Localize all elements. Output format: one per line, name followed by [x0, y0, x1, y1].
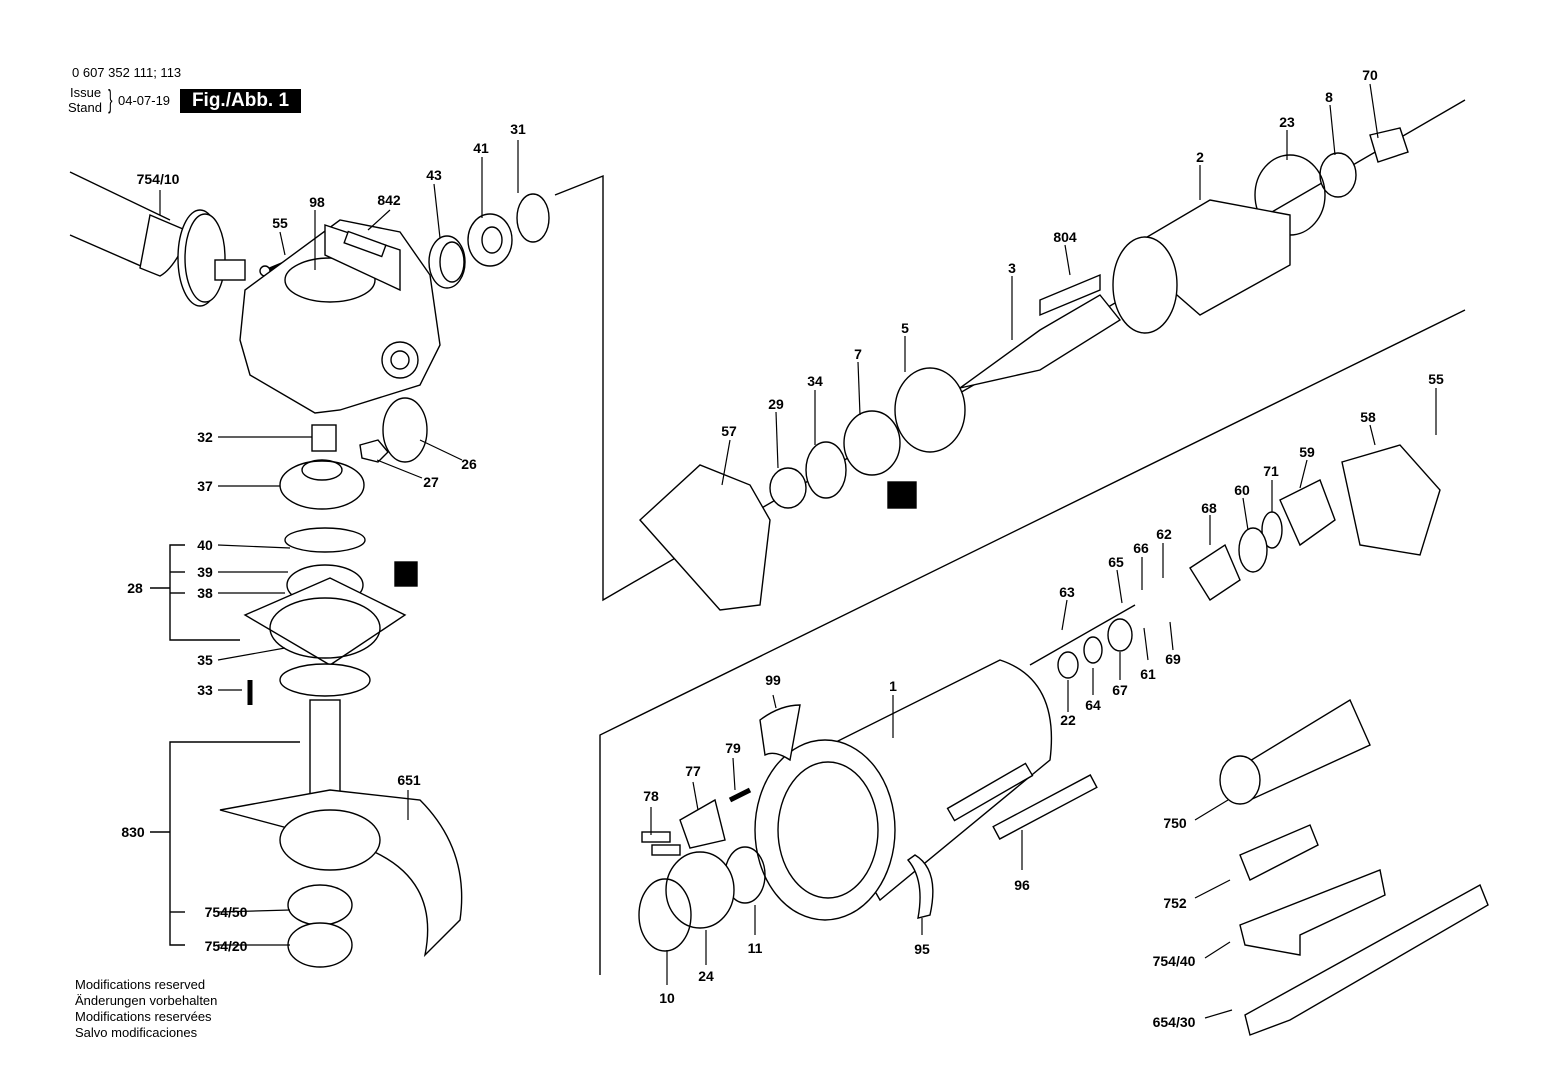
callout-78: 78	[643, 788, 659, 804]
callout-27: 27	[423, 474, 439, 490]
flange-assembly-drawing	[243, 527, 418, 697]
callout-71: 71	[1263, 463, 1279, 479]
tools-drawing	[1219, 698, 1489, 1036]
callout-24: 24	[698, 968, 714, 984]
callout-754-20: 754/20	[204, 938, 248, 954]
callout-99: 99	[765, 672, 781, 688]
callout-22: 22	[1060, 712, 1076, 728]
callout-31: 31	[510, 121, 526, 137]
callout-3: 3	[1008, 260, 1016, 276]
callout-28: 28	[127, 580, 143, 596]
lower-section-frame	[599, 309, 1466, 975]
callout-98: 98	[309, 194, 325, 210]
callout-7: 7	[854, 346, 862, 362]
callout-95: 95	[914, 941, 930, 957]
leader-lines	[159, 83, 1437, 1019]
callout-29: 29	[768, 396, 784, 412]
callout-62: 62	[1156, 526, 1172, 542]
callout-61: 61	[1140, 666, 1156, 682]
gear-housing-drawing	[239, 219, 441, 414]
callout-69: 69	[1165, 651, 1181, 667]
callout-57: 57	[721, 423, 737, 439]
callout-654-30: 654/30	[1152, 1014, 1196, 1030]
callout-32: 32	[197, 429, 213, 445]
callout-43: 43	[426, 167, 442, 183]
callout-70: 70	[1362, 67, 1378, 83]
callout-1: 1	[889, 678, 897, 694]
callout-38: 38	[197, 585, 213, 601]
callout-77: 77	[685, 763, 701, 779]
callout-40: 40	[197, 537, 213, 553]
callout-2: 2	[1196, 149, 1204, 165]
callout-754-40: 754/40	[1152, 953, 1196, 969]
spindle-guard-drawing	[219, 699, 463, 968]
callout-34: 34	[807, 373, 823, 389]
note-de: Änderungen vorbehalten	[75, 993, 218, 1008]
note-fr: Modifications reservées	[75, 1009, 212, 1024]
bearing-parts-top-drawing	[428, 193, 550, 289]
callout-842: 842	[377, 192, 401, 208]
callout-10: 10	[659, 990, 675, 1006]
callout-60: 60	[1234, 482, 1250, 498]
gear-parts-drawing	[279, 397, 428, 510]
callout-66: 66	[1133, 540, 1149, 556]
callout-754-50: 754/50	[204, 904, 248, 920]
callout-23: 23	[1279, 114, 1295, 130]
inlet-fittings-drawing	[638, 787, 766, 952]
callout-58: 58	[1360, 409, 1376, 425]
callout-41: 41	[473, 140, 489, 156]
side-handle-drawing	[69, 171, 246, 307]
callout-65: 65	[1108, 554, 1124, 570]
air-inlet-parts-drawing	[1029, 444, 1441, 679]
modification-notes: Modifications reserved Änderungen vorbeh…	[75, 977, 217, 1041]
callout-79: 79	[725, 740, 741, 756]
callout-26: 26	[461, 456, 477, 472]
callout-59: 59	[1299, 444, 1315, 460]
callout-830: 830	[121, 824, 145, 840]
note-en: Modifications reserved	[75, 977, 206, 992]
callout-11: 11	[747, 940, 763, 956]
callout-5: 5	[901, 320, 909, 336]
motor-housing-drawing	[754, 659, 1098, 921]
callout-8: 8	[1325, 89, 1333, 105]
callout-67: 67	[1112, 682, 1128, 698]
callout-55: 55	[272, 215, 288, 231]
note-es: Salvo modificaciones	[75, 1025, 198, 1040]
callout-750: 750	[1163, 815, 1187, 831]
callout-37: 37	[197, 478, 213, 494]
callout-752: 752	[1163, 895, 1187, 911]
part-numbers: 0 607 352 111; 113	[72, 65, 182, 80]
callout-651: 651	[397, 772, 421, 788]
callout-96: 96	[1014, 877, 1030, 893]
group-brackets	[150, 544, 300, 946]
brace: }	[108, 84, 113, 114]
callout-35: 35	[197, 652, 213, 668]
stand-label: Stand	[68, 100, 102, 115]
callout-55b: 55	[1428, 371, 1444, 387]
callout-63: 63	[1059, 584, 1075, 600]
callout-33: 33	[197, 682, 213, 698]
callout-754-10: 754/10	[136, 171, 180, 187]
callout-68: 68	[1201, 500, 1217, 516]
callout-804: 804	[1053, 229, 1077, 245]
callout-64: 64	[1085, 697, 1101, 713]
issue-label: Issue	[70, 85, 102, 100]
callout-39: 39	[197, 564, 213, 580]
motor-parts-drawing	[639, 127, 1409, 611]
issue-date: 04-07-19	[118, 93, 171, 108]
figure-label: Fig./Abb. 1	[180, 89, 301, 113]
